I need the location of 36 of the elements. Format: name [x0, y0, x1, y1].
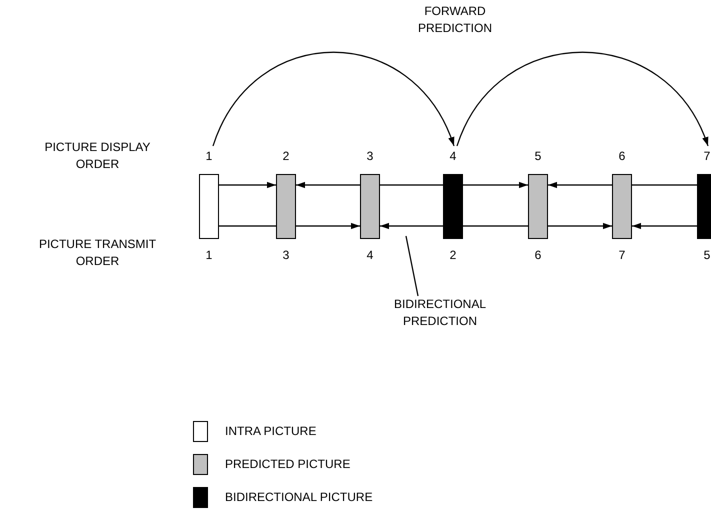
- prediction-arrow: [219, 182, 276, 188]
- display-order-number: 3: [366, 149, 374, 163]
- legend-text: PREDICTED PICTURE: [225, 457, 350, 471]
- display-order-number: 4: [448, 149, 458, 163]
- leader-line: [405, 236, 419, 296]
- display-order-number: 2: [282, 149, 290, 163]
- row-label: PICTURE DISPLAY ORDER: [44, 139, 152, 173]
- transmit-order-number: 1: [204, 248, 214, 262]
- prediction-arrow: [380, 222, 443, 230]
- prediction-caption: FORWARD PREDICTION: [416, 3, 493, 37]
- display-order-number: 7: [702, 149, 711, 163]
- prediction-arrow: [548, 182, 612, 188]
- prediction-arrow: [548, 222, 612, 230]
- display-order-number: 1: [204, 149, 214, 163]
- legend-text: INTRA PICTURE: [225, 424, 316, 438]
- transmit-order-number: 5: [702, 248, 711, 262]
- legend-text: BIDIRECTIONAL PICTURE: [225, 490, 373, 504]
- prediction-arrow: [463, 182, 528, 188]
- annotation-text: BIDIRECTIONAL PREDICTION: [380, 296, 500, 330]
- prediction-arrow: [632, 222, 697, 230]
- display-order-number: 5: [534, 149, 542, 163]
- prediction-arrow: [296, 222, 360, 230]
- transmit-order-number: 7: [618, 248, 626, 262]
- connector-line: [380, 184, 443, 186]
- forward-prediction-arrow: [456, 52, 709, 146]
- forward-prediction-arrow: [212, 52, 455, 146]
- connector-line: [632, 184, 697, 186]
- transmit-order-number: 3: [282, 248, 290, 262]
- transmit-order-number: 4: [366, 248, 374, 262]
- connector-line: [219, 225, 276, 227]
- transmit-order-number: 2: [448, 248, 458, 262]
- transmit-order-number: 6: [534, 248, 542, 262]
- prediction-arrow: [296, 182, 360, 188]
- display-order-number: 6: [618, 149, 626, 163]
- connector-line: [463, 225, 528, 227]
- row-label: PICTURE TRANSMIT ORDER: [38, 236, 158, 270]
